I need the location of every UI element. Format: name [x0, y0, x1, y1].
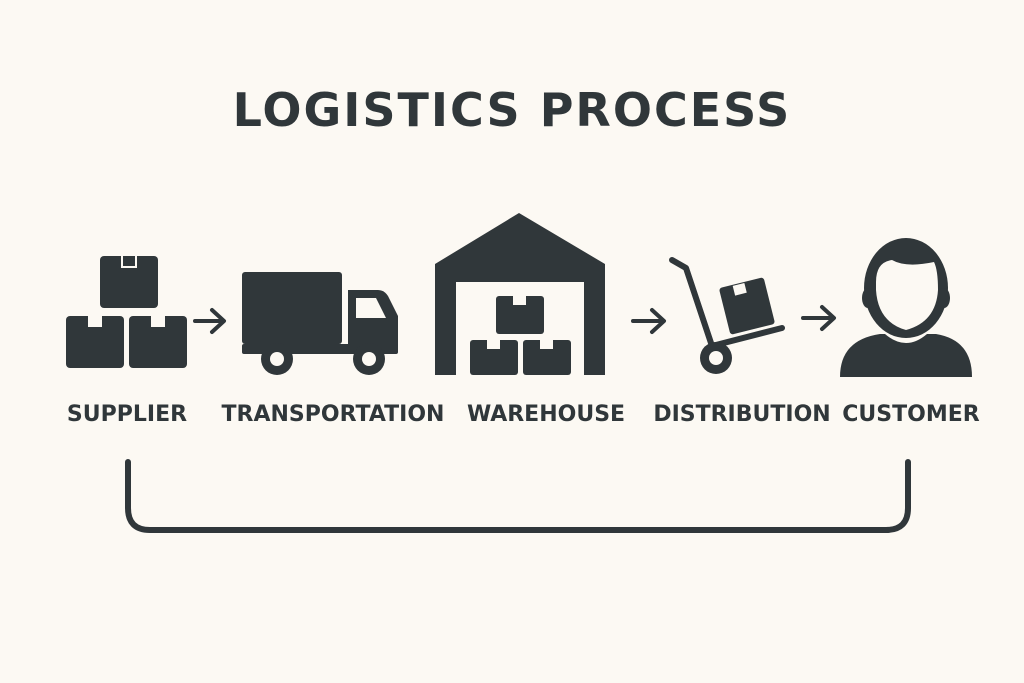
step-label-supplier: SUPPLIER — [66, 402, 188, 427]
boxes-stack-icon — [66, 256, 187, 368]
person-icon — [840, 238, 972, 377]
return-bracket — [125, 459, 911, 533]
arrow-right-icon — [801, 305, 836, 331]
arrow-right-icon — [631, 308, 666, 334]
step-label-transportation: TRANSPORTATION — [221, 402, 445, 427]
delivery-truck-icon — [242, 272, 398, 375]
arrow-right-icon — [193, 308, 226, 334]
warehouse-icon — [435, 213, 605, 375]
hand-truck-icon — [669, 257, 785, 374]
diagram-title: LOGISTICS PROCESS — [232, 83, 792, 137]
step-label-customer: CUSTOMER — [842, 402, 980, 427]
step-label-warehouse: WAREHOUSE — [466, 402, 626, 427]
step-label-distribution: DISTRIBUTION — [653, 402, 831, 427]
